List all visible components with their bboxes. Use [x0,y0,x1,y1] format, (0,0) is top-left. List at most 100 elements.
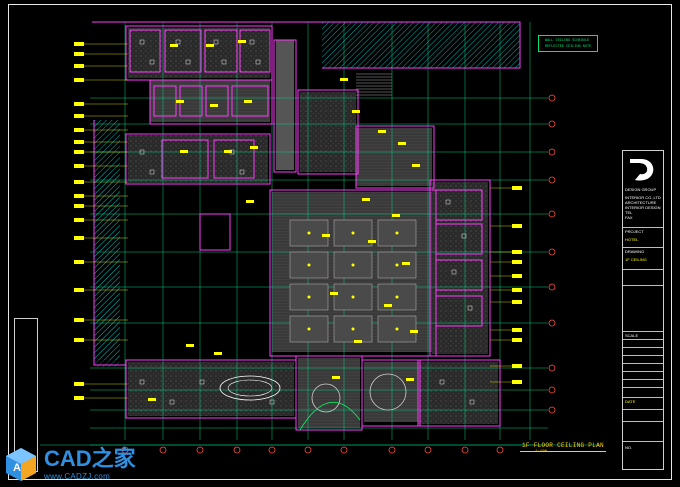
fixture-mark [139,149,145,155]
annotation-tag [186,344,194,347]
annotation-tag [512,224,522,228]
annotation-tag [74,236,84,240]
wall-outline [204,29,238,73]
company-line: INTERIOR CO.,LTD [625,195,661,200]
light-point [307,327,311,331]
wall-outline [231,85,269,117]
annotation-tag [512,380,522,384]
fixture-mark [139,39,145,45]
company-line: DESIGN GROUP [625,187,657,192]
fixture-mark [199,379,205,385]
wall-outline [435,189,483,221]
legend-line: WALL CEILING SCHEDULE [545,39,590,43]
tb-row-label: DATE [625,399,636,404]
annotation-tag [352,110,360,113]
annotation-tag [74,128,84,132]
grid-bubble-right [548,283,556,291]
annotation-tag [148,398,156,401]
plan-title-underline [520,451,606,452]
grid-bubble-right [548,319,556,327]
fixture-mark [469,399,475,405]
grid-bubble-bottom [424,446,432,454]
title-block: DESIGN GROUP INTERIOR CO.,LTD ARCHITECTU… [622,150,664,470]
annotation-tag [512,250,522,254]
annotation-tag [74,42,84,46]
annotation-tag [512,260,522,264]
tb-row-value: HOTEL [625,237,639,242]
company-line: ARCHITECTURE [625,200,657,205]
fixture-mark [149,59,155,65]
wall-outline [355,125,435,189]
walls-layer [92,21,521,431]
tb-row-value: 1F CEILING [625,257,647,262]
annotation-tag [246,200,254,203]
plan-title: 1F FLOOR CEILING PLAN [522,442,604,449]
grid-bubble-bottom [388,446,396,454]
grid-bubble-right [548,176,556,184]
fixture-mark [255,59,261,65]
annotation-tag [412,164,420,167]
fixture-mark [451,269,457,275]
fixture-mark [149,169,155,175]
annotation-tag [512,288,522,292]
room-fills [128,28,498,428]
fixture-mark [439,379,445,385]
tb-row-label: PROJECT [625,229,644,234]
wall-outline [93,120,126,366]
tb-row-label: NO. [625,445,633,450]
annotation-tag [368,240,376,243]
annotation-tag [398,142,406,145]
annotation-callouts [74,40,522,401]
wall-outline [92,21,521,69]
grid-bubble-bottom [233,446,241,454]
annotation-tag [74,164,84,168]
grid-bubble-right [548,386,556,394]
annotation-tag [74,180,84,184]
annotation-tag [74,338,84,342]
fixture-mark [239,169,245,175]
watermark-name: CAD之家 [44,446,136,471]
cad-home-logo-icon: A [6,448,36,481]
annotation-tag [224,150,232,153]
annotation-tag [362,198,370,201]
annotation-tag [210,104,218,107]
fixture-mark [467,305,473,311]
tb-row-label: SCALE [625,333,639,338]
light-point [395,295,399,299]
annotation-tag [384,304,392,307]
company-line: FAX [625,215,633,220]
light-point [307,295,311,299]
fixture-mark [175,39,181,45]
annotation-tag [402,262,410,265]
wall-outline [125,133,271,185]
annotation-tag [74,78,84,82]
annotation-tag [74,64,84,68]
grid-bubble-right [548,364,556,372]
annotation-tag [214,352,222,355]
hatched-exterior-zones [94,22,520,367]
fixture-mark [445,199,451,205]
wall-outline [129,29,161,73]
wall-outline [205,85,229,117]
wall-outline [435,259,483,291]
annotation-tag [512,338,522,342]
annotation-tag [340,78,348,81]
grid-bubble-bottom [461,446,469,454]
company-logo-icon [630,159,654,181]
annotation-tag [74,114,84,118]
fixture-mark [229,149,235,155]
light-point [351,295,355,299]
annotation-tag [74,382,84,386]
wall-outline [149,79,273,125]
light-point [351,263,355,267]
annotation-tag [406,378,414,381]
curved-feature [299,402,361,431]
grid-bubble-bottom [268,446,276,454]
annotation-tag [512,274,522,278]
light-point [307,263,311,267]
annotation-tag [74,194,84,198]
fixture-mark [249,39,255,45]
wall-outline [273,39,297,173]
annotation-tag [74,260,84,264]
